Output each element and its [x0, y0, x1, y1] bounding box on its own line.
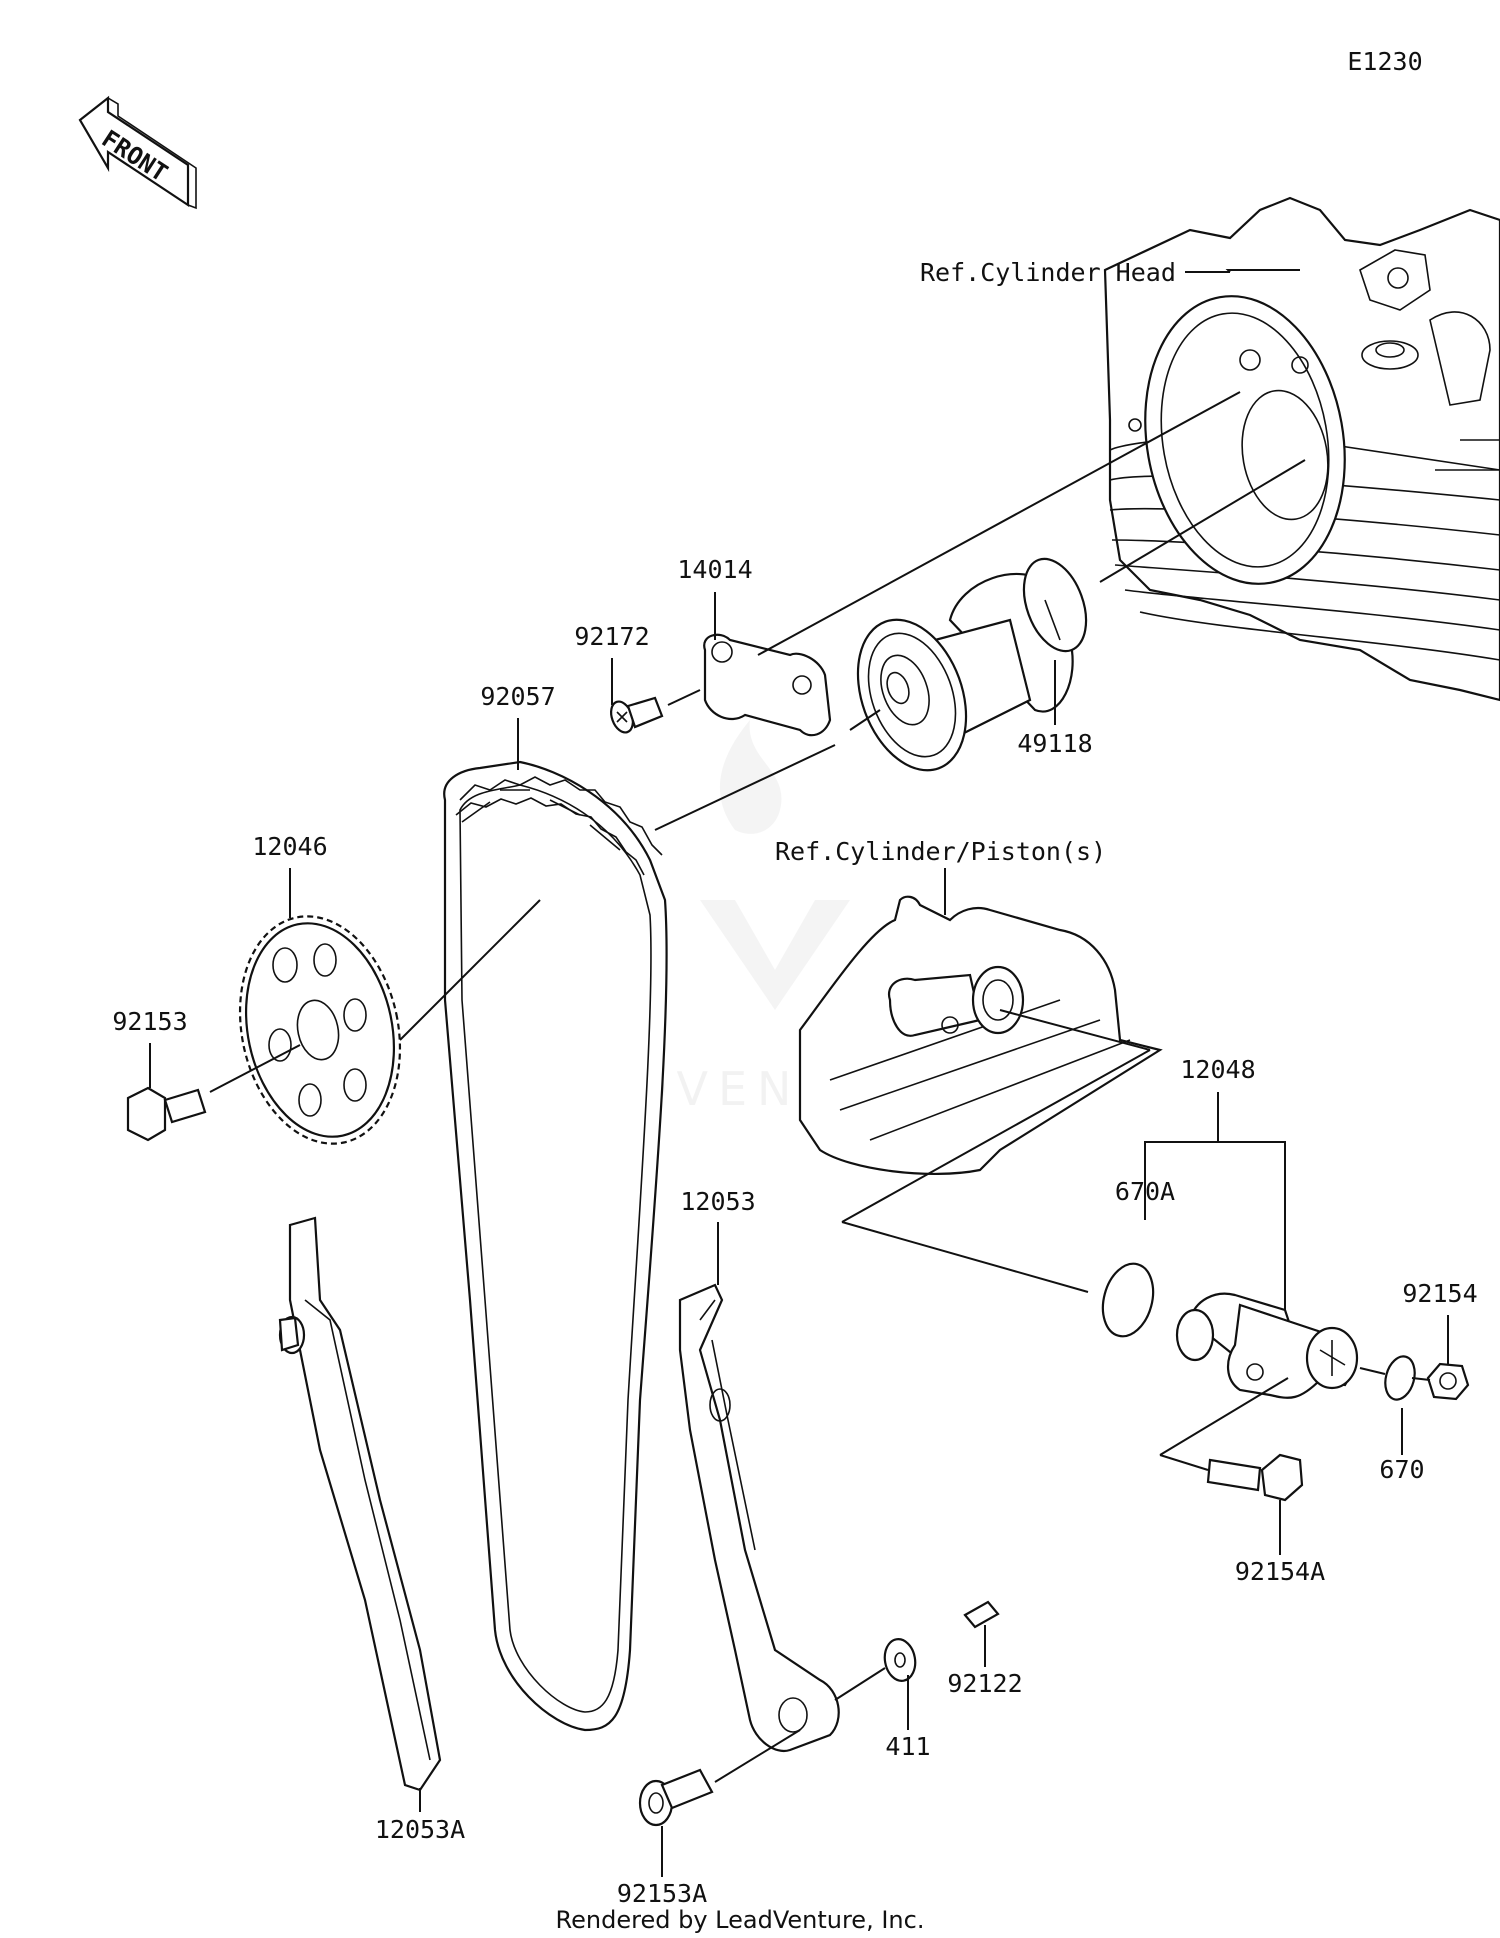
nut-92154	[1426, 1362, 1470, 1401]
part-label-12048: 12048	[1180, 1055, 1255, 1084]
tensioner-12048	[1175, 1292, 1359, 1399]
cylinder-block	[798, 895, 1163, 1175]
part-label-670A: 670A	[1115, 1177, 1175, 1206]
screw-92172	[610, 696, 664, 734]
bolt-92153A	[638, 1768, 714, 1827]
camshaft-49118	[856, 557, 1088, 772]
part-label-49118: 49118	[1017, 729, 1092, 758]
part-label-12046: 12046	[252, 832, 327, 861]
guide-12053A	[278, 1216, 442, 1792]
part-label-14014: 14014	[677, 555, 752, 584]
cam-chain-92057	[443, 760, 668, 1732]
cylinder-head	[1103, 196, 1500, 702]
o-ring-670	[1384, 1355, 1416, 1401]
ref-cylinder-piston-label: Ref.Cylinder/Piston(s)	[775, 837, 1106, 866]
footer-credit: Rendered by LeadVenture, Inc.	[556, 1906, 925, 1934]
part-label-92154: 92154	[1402, 1279, 1477, 1308]
diagram-code: E1230	[1347, 47, 1422, 76]
part-label-411: 411	[885, 1732, 930, 1761]
ref-cylinder-head-label: Ref.Cylinder Head	[920, 258, 1176, 287]
part-label-12053: 12053	[680, 1187, 755, 1216]
part-label-92057: 92057	[480, 682, 555, 711]
part-label-92172: 92172	[574, 622, 649, 651]
part-label-92153: 92153	[112, 1007, 187, 1036]
bolt-92154A	[1206, 1453, 1304, 1502]
o-ring-670A	[1101, 1262, 1155, 1338]
washer-411	[883, 1638, 917, 1682]
front-arrow-icon: FRONT	[78, 95, 197, 210]
part-label-92122: 92122	[947, 1669, 1022, 1698]
sprocket-12046	[238, 915, 402, 1145]
plate-14014	[703, 633, 832, 737]
guide-12053	[678, 1283, 840, 1753]
part-label-92153A: 92153A	[617, 1879, 707, 1908]
part-label-670: 670	[1379, 1455, 1424, 1484]
part-label-12053A: 12053A	[375, 1815, 465, 1844]
pin-92122	[963, 1600, 1000, 1629]
part-label-92154A: 92154A	[1235, 1557, 1325, 1586]
bolt-92153	[126, 1086, 207, 1142]
